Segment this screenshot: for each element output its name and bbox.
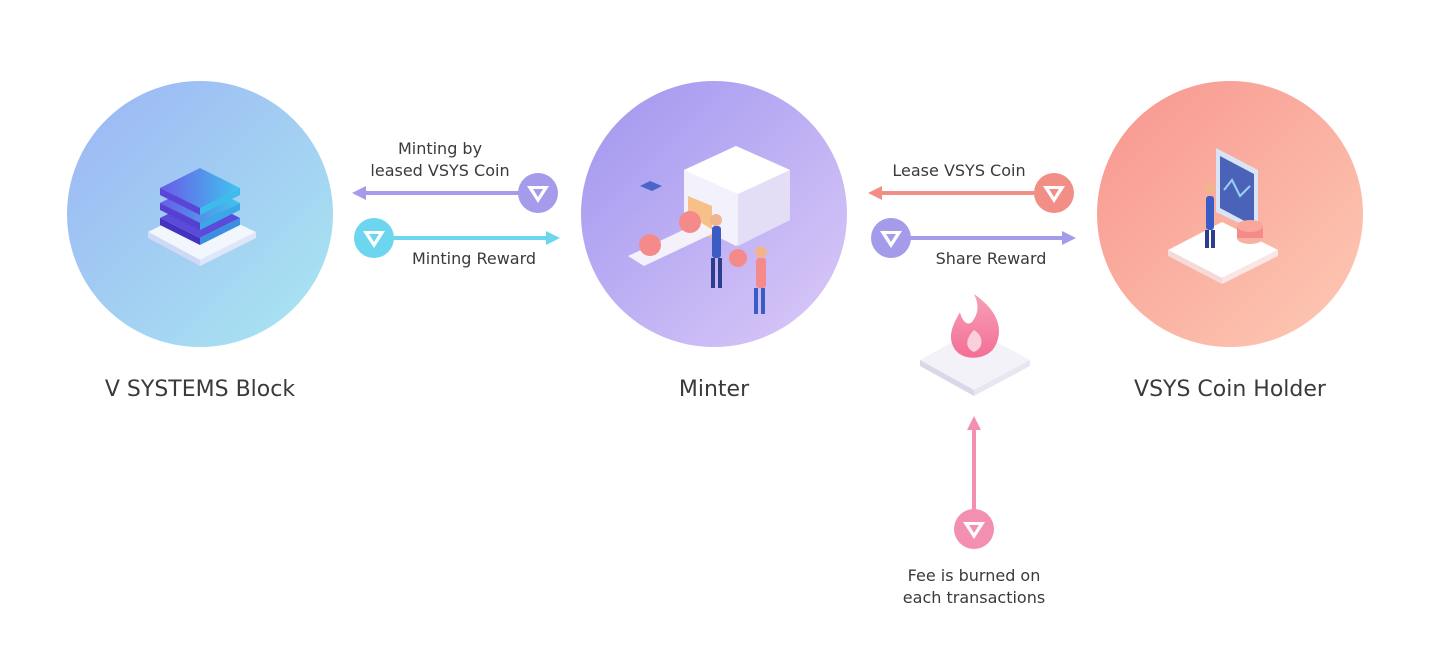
- minter-label: Minter: [678, 377, 750, 402]
- share-reward-label: Share Reward: [935, 249, 1047, 268]
- v-coin-icon: [954, 509, 994, 549]
- minting-by-label: Minting by leased VSYS Coin: [340, 138, 540, 182]
- minter-node: [581, 81, 847, 347]
- minting-by-line1: Minting by: [397, 139, 483, 158]
- flame-icon: [920, 294, 1030, 396]
- holder-node: [1097, 81, 1363, 347]
- v-coin-icon: [354, 218, 394, 258]
- edge-minting-by-leased: [352, 173, 558, 213]
- layered-blocks-icon: [148, 168, 256, 266]
- edge-lease-vsys: [868, 173, 1074, 213]
- edge-minting-reward: [354, 218, 560, 258]
- fee-burn-label: Fee is burned on each transactions: [874, 565, 1074, 609]
- v-coin-icon: [518, 173, 558, 213]
- lease-vsys-label: Lease VSYS Coin: [892, 161, 1026, 180]
- minting-machine-icon: [628, 146, 790, 314]
- edge-fee-burn: [954, 416, 994, 549]
- edge-share-reward: [871, 218, 1076, 258]
- v-coin-icon: [871, 218, 911, 258]
- block-node: [67, 81, 333, 347]
- holder-label: VSYS Coin Holder: [1134, 377, 1326, 402]
- dashboard-person-icon: [1168, 148, 1278, 284]
- v-coin-icon: [1034, 173, 1074, 213]
- minting-reward-label: Minting Reward: [411, 249, 537, 268]
- block-label: V SYSTEMS Block: [104, 377, 296, 402]
- fee-burn-line2: each transactions: [902, 588, 1046, 607]
- fee-burn-line1: Fee is burned on: [907, 566, 1041, 585]
- minting-by-line2: leased VSYS Coin: [370, 161, 510, 180]
